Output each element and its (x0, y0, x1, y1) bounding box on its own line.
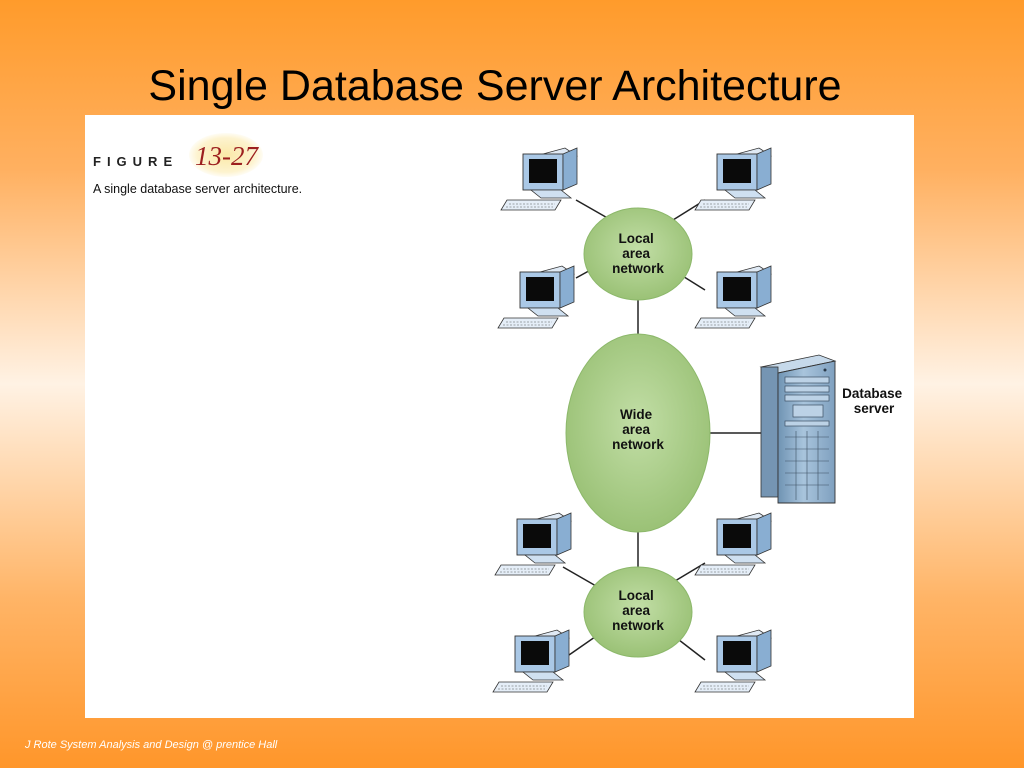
figure-label: FIGURE (93, 154, 179, 169)
lan-top-label-line2: area (622, 246, 650, 261)
client-computer-icon (694, 265, 772, 329)
wan-label-line2: area (622, 422, 650, 437)
database-server-label: Database server (842, 386, 906, 416)
figure-number-highlight (189, 133, 263, 177)
slide-footer: J Rote System Analysis and Design @ pren… (25, 739, 278, 751)
client-computer-icon (694, 512, 772, 576)
lan-bottom-node (583, 566, 693, 658)
database-server-label-line1: Database (842, 386, 903, 401)
lan-bottom-label: Local area network (612, 588, 664, 633)
slide-title: Single Database Server Architecture (148, 62, 842, 110)
lan-bottom-label-line3: network (612, 618, 664, 633)
wan-label: Wide area network (612, 407, 664, 452)
lan-top-label-line3: network (612, 261, 664, 276)
lan-bottom-label-line2: area (622, 603, 650, 618)
client-computer-icon (694, 629, 772, 693)
lan-top-node (583, 207, 693, 301)
client-computer-icon (500, 147, 578, 211)
client-computer-icon (492, 629, 570, 693)
figure-panel: FIGURE 13-27 A single database server ar… (85, 115, 914, 718)
wan-label-line1: Wide (620, 407, 653, 422)
figure-number: 13-27 (195, 141, 258, 171)
lan-top-label: Local area network (612, 231, 664, 276)
database-server-icon (759, 354, 837, 504)
client-computer-icon (497, 265, 575, 329)
client-computer-icon (694, 147, 772, 211)
database-server-label-line2: server (854, 401, 895, 416)
lan-top-label-line1: Local (618, 231, 653, 246)
lan-bottom-label-line1: Local (618, 588, 653, 603)
network-diagram: Local area network Wide area network Loc… (492, 147, 906, 693)
wan-node (565, 333, 711, 533)
figure-caption: A single database server architecture. (93, 182, 303, 196)
client-computer-icon (494, 512, 572, 576)
wan-label-line3: network (612, 437, 664, 452)
